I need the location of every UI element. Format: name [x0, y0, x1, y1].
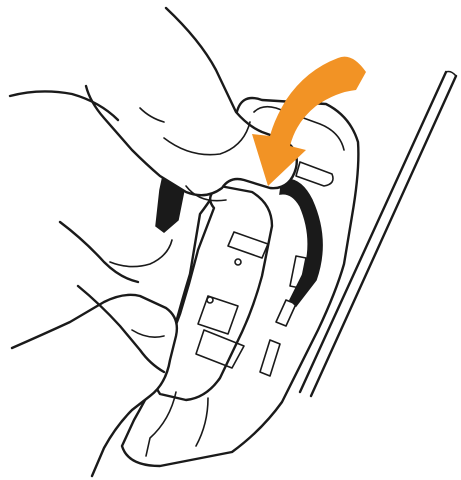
clip-attachment-illustration — [0, 0, 461, 480]
